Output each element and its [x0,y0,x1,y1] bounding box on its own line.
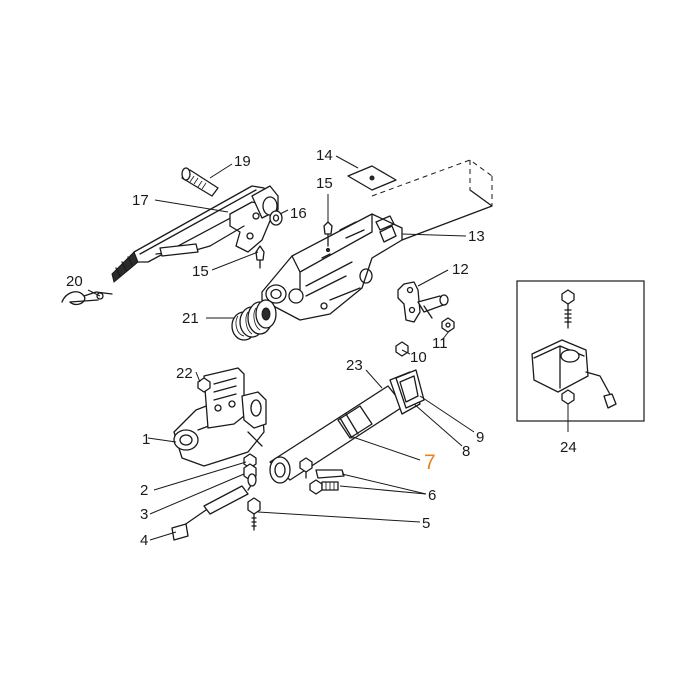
callout-15a: 15 [316,175,333,192]
shock-absorber [171,473,257,541]
handbrake-lever [111,185,279,283]
callout-labels: 1 2 3 4 5 6 7 8 9 10 11 12 13 14 15 15 1… [66,147,577,549]
spring-clip [61,291,113,306]
nut-10 [395,341,409,357]
callout-17: 17 [132,192,149,209]
grease-nipple-lower [255,245,265,269]
callout-23: 23 [346,357,363,374]
callout-9: 9 [476,429,484,446]
coupling-head [173,367,267,467]
callout-2: 2 [140,482,148,499]
callout-22: 22 [176,365,193,382]
callout-15b: 15 [192,263,209,280]
callout-3: 3 [140,506,148,523]
bellows [231,299,277,341]
callout-20: 20 [66,273,83,290]
callout-21: 21 [182,310,199,327]
bracket-bolt [197,377,211,393]
brake-lever-arm [397,281,449,323]
pin [181,167,219,197]
callout-1: 1 [142,431,150,448]
callout-14: 14 [316,147,333,164]
drawbar-tube [269,369,425,484]
callout-5: 5 [422,515,430,532]
bolts-6 [299,457,345,495]
plate [347,165,397,191]
grease-nipple-upper [323,221,333,253]
inset-jockey-clamp [516,280,645,422]
nut-11 [441,317,455,333]
callout-7: 7 [424,451,436,474]
washer [269,210,283,226]
callout-12: 12 [452,261,469,278]
callout-11: 11 [432,335,448,352]
callout-6: 6 [428,487,436,504]
callout-24: 24 [560,439,577,456]
callout-8: 8 [462,443,470,460]
leader-lines [87,155,569,541]
callout-19: 19 [234,153,251,170]
bolt-5 [247,497,261,531]
callout-13: 13 [468,228,485,245]
callout-4: 4 [140,532,148,549]
drawbar-frame [261,159,493,321]
callout-16: 16 [290,205,307,222]
callout-10: 10 [410,349,427,366]
